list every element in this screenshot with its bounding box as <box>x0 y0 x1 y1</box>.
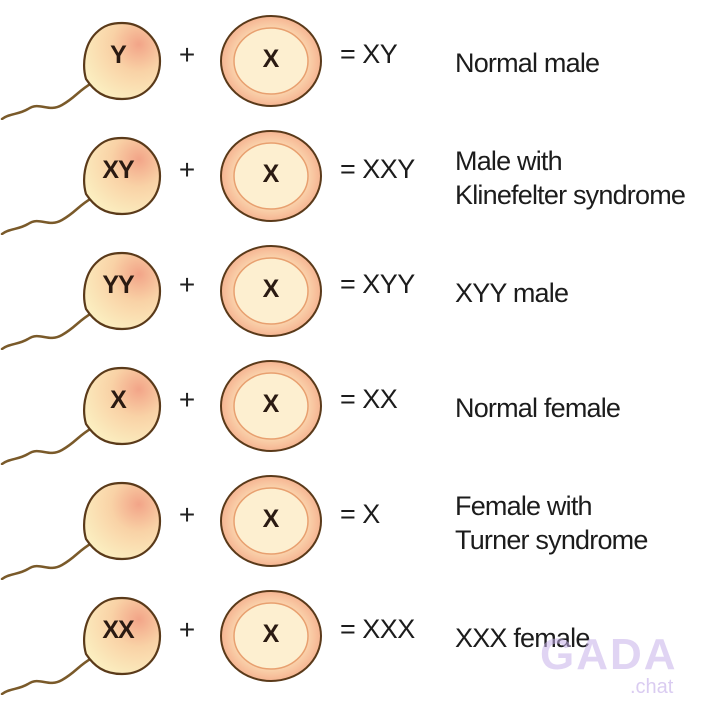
sperm-chromosome-label: YY <box>102 271 134 299</box>
sperm-cell <box>0 465 170 580</box>
description-line: XYY male <box>455 277 569 308</box>
sperm-cell: XX <box>0 580 170 695</box>
result-genotype: = X <box>340 499 380 529</box>
egg-chromosome-label: X <box>262 390 280 418</box>
description-line: Klinefelter syndrome <box>455 179 686 210</box>
description-line: Normal female <box>455 392 621 423</box>
description-line: Female with <box>455 490 593 521</box>
egg-chromosome-label: X <box>262 620 280 648</box>
plus-sign: + <box>178 154 196 185</box>
watermark: GADA .chat <box>540 630 700 700</box>
condition-description: XXX female <box>455 580 717 695</box>
genotype-row: Y + X = XY Normal male <box>0 5 720 120</box>
egg-chromosome-label: X <box>262 275 280 303</box>
description-line: Normal male <box>455 47 600 78</box>
genotype-row: X + X = XX Normal female <box>0 350 720 465</box>
plus-sign: + <box>178 39 196 70</box>
sperm-cell: XY <box>0 120 170 235</box>
egg-chromosome-label: X <box>262 505 280 533</box>
sperm-cell: Y <box>0 5 170 120</box>
description-line: XXX female <box>455 622 590 653</box>
egg-cell: X <box>218 128 324 224</box>
result-genotype: = XX <box>340 384 398 414</box>
egg-chromosome-label: X <box>262 160 280 188</box>
condition-description: Normal female <box>455 350 717 465</box>
watermark-logo: GADA <box>540 630 678 679</box>
genotype-row: XX + X = XXX XXX female <box>0 580 720 695</box>
plus-sign: + <box>178 269 196 300</box>
result-genotype: = XXY <box>340 154 415 184</box>
result-genotype: = XY <box>340 39 398 69</box>
result-genotype: = XYY <box>340 269 415 299</box>
sperm-chromosome-label: XX <box>102 616 134 644</box>
sperm-cell: X <box>0 350 170 465</box>
description-line: Turner syndrome <box>455 524 648 555</box>
sperm-chromosome-label: X <box>110 386 127 414</box>
sperm-chromosome-label: Y <box>110 41 127 69</box>
plus-sign: + <box>178 499 196 530</box>
description-line: Male with <box>455 145 563 176</box>
egg-chromosome-label: X <box>262 45 280 73</box>
condition-description: Normal male <box>455 5 717 120</box>
egg-cell: X <box>218 358 324 454</box>
egg-cell: X <box>218 588 324 684</box>
watermark-suffix: .chat <box>630 676 674 698</box>
egg-cell: X <box>218 473 324 569</box>
plus-sign: + <box>178 614 196 645</box>
sperm-chromosome-label: XY <box>102 156 134 184</box>
genotype-row: YY + X = XYY XYY male <box>0 235 720 350</box>
egg-cell: X <box>218 13 324 109</box>
result-genotype: = XXX <box>340 614 415 644</box>
sperm-cell: YY <box>0 235 170 350</box>
egg-cell: X <box>218 243 324 339</box>
condition-description: XYY male <box>455 235 717 350</box>
plus-sign: + <box>178 384 196 415</box>
